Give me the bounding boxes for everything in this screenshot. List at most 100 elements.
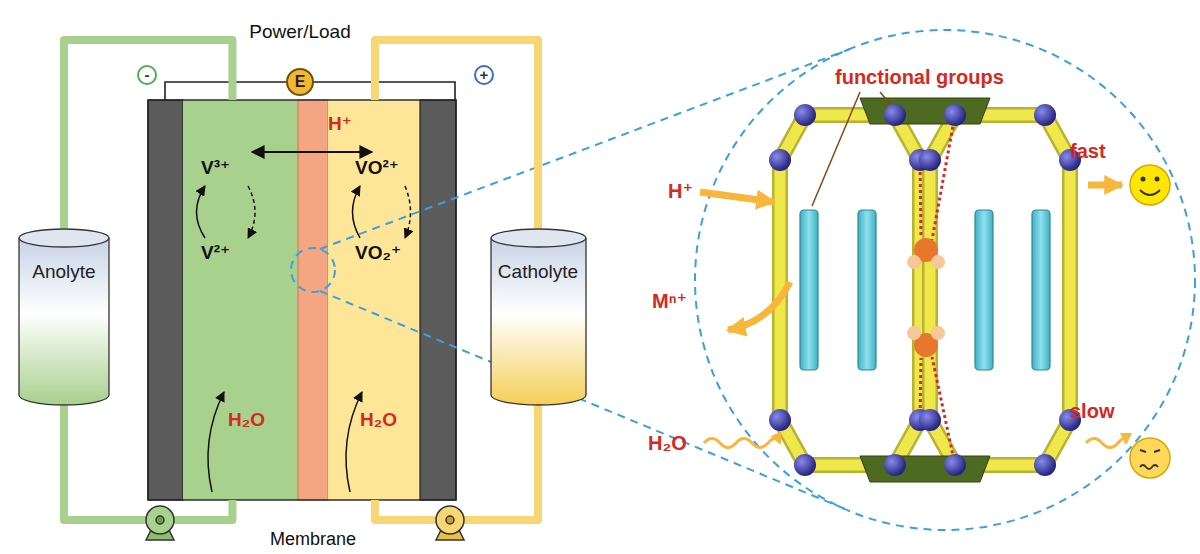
cage-structure [932,115,955,240]
water-molecule [907,255,921,269]
transport-arrow [728,282,790,330]
pump-symbol [146,506,174,534]
polarity-sign: + [474,65,494,85]
smiley-face [1130,165,1170,205]
cage-structure [1034,104,1056,126]
zoom-outline [695,30,1195,530]
smiley-face [1140,190,1160,195]
water-molecule [907,326,921,340]
zoom-outline [320,49,850,249]
transport-arrow [700,192,774,202]
sad-face [1140,450,1160,452]
water-molecule [931,255,945,269]
node-text: V³⁺ [201,158,230,179]
ion-label: H⁺ [668,180,693,202]
zoom-outline [291,30,1195,530]
reaction-arrow [346,392,362,492]
reaction-arrow [208,392,224,492]
pipe-connector [375,40,538,228]
sad-face [1130,438,1170,478]
cage-structure [1034,454,1056,476]
transport-arrow [1088,182,1122,189]
cage-structure [780,115,920,465]
reaction-arrow [252,151,372,153]
transport-arrow [700,185,1126,448]
anode-chamber: V³⁺ V²⁺ H₂O [183,100,298,500]
ion-label: Mⁿ⁺ [652,290,687,312]
electrolyte-tank: Catholyte [490,228,587,406]
cage-structure [919,409,941,431]
cage-structure [858,210,876,370]
cage-structure [769,149,791,171]
power-label: Power/Load [249,22,350,43]
cell-body [183,100,298,500]
rate-label: fast [1070,140,1106,162]
water-molecule [931,326,945,340]
power-source: E [286,68,314,96]
tank-lid [491,229,586,247]
cage-structure [780,115,1070,465]
cage-structure [780,115,920,465]
cage-structure [919,149,941,171]
cage-structure [1032,210,1050,370]
cage-structure [860,98,990,124]
rate-label: slow [1070,400,1114,422]
smiley-face [1130,165,1170,205]
reaction-arrow [248,186,255,238]
transport-arrow [1086,439,1126,448]
molecule-label: H₂O [648,432,687,454]
tank-body [491,238,586,405]
node-text: H₂O [360,410,397,431]
zoom-outline [291,248,335,292]
pipe-connector [64,40,232,228]
cage-structure [769,409,791,431]
tank-cylinder [490,228,587,406]
cage-structure [860,456,990,482]
cell-body [328,100,420,500]
cage-structure [895,115,955,465]
node-text: VO₂⁺ [355,243,401,264]
pipe-connector [64,406,232,520]
node-text: Catholyte [498,262,578,283]
electrolyte-tank: Anolyte [18,228,110,406]
cell-body [420,100,456,500]
tank-body [19,238,109,405]
smiley-face [1141,177,1146,182]
cage-structure [794,454,816,476]
leader-line [812,92,890,206]
smiley-face [1155,177,1160,182]
cage-structure [930,115,1070,465]
polarity-sign: - [137,65,157,85]
cell-body [148,100,456,500]
callout-label: functional groups [835,66,1004,88]
reaction-arrow [353,186,361,238]
cage-structure [769,104,1081,476]
node-text: VO²⁺ [355,158,399,179]
leader-line [812,92,860,206]
cage-structure [944,454,966,476]
cell-body [298,100,328,500]
sad-face [1140,465,1158,469]
pipe-connector [375,406,538,520]
cell-body [148,100,183,500]
node-text: Anolyte [32,262,95,283]
node-text: H₂O [228,410,265,431]
pump-symbol [446,516,454,524]
cage-structure [930,115,1070,465]
cage-structure [975,210,993,370]
reaction-arrow [405,186,411,238]
node-text: V²⁺ [201,243,230,264]
node-text: Membrane [270,530,356,550]
reaction-arrow [197,152,411,492]
sad-face [1130,438,1170,478]
cage-structure [794,104,816,126]
transport-arrow [704,439,780,448]
membrane: Membrane [298,100,328,500]
cage-structure [769,98,1081,482]
leader-line [880,92,890,104]
pump-symbol [156,516,164,524]
node-text: + [480,67,489,84]
